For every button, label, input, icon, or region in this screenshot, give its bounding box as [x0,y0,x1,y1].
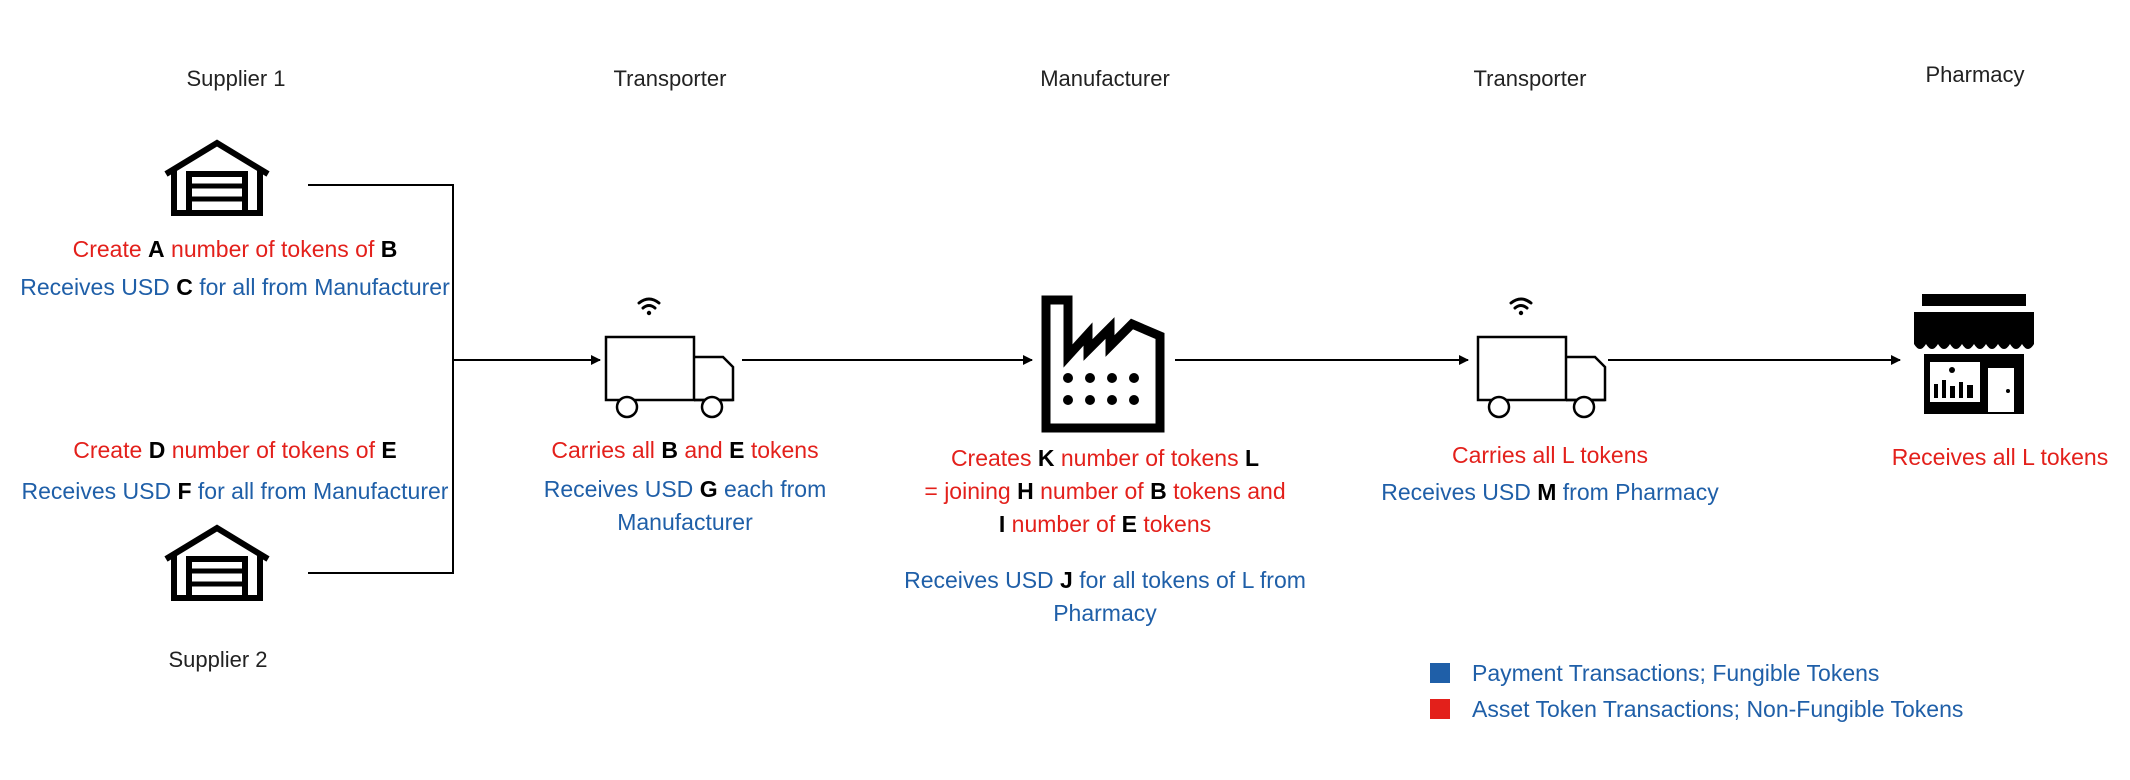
supplier1-title: Supplier 1 [186,66,286,91]
delivery-truck-icon [604,297,735,419]
transporter2-payment-text: Receives USD M from Pharmacy [1360,476,1740,509]
text-fragment: for all from Manufacturer [192,274,450,300]
text-fragment: tokens [1136,511,1212,537]
manufacturer-asset-text: Creates K number of tokens L = joining H… [880,442,1330,541]
legend-payment: Payment Transactions; Fungible Tokens [1430,660,1879,687]
warehouse-icon [164,139,270,216]
variable-label: J [1060,567,1073,593]
variable-label: E [1121,511,1137,537]
supplier2-title: Supplier 2 [168,647,268,672]
warehouse-icon [164,524,270,601]
wifi-icon [1509,297,1533,316]
text-fragment: number of tokens of [164,236,381,262]
factory-icon [1041,295,1165,433]
text-fragment: Carries all [551,437,662,463]
text-line: Creates K number of tokens L [880,442,1330,475]
text-fragment: Receives USD [904,567,1061,593]
text-fragment: Create [72,236,149,262]
asset-swatch [1430,698,1450,719]
text-line: Receives USD J for all tokens of L from [880,564,1330,597]
transporter2-asset-text: Carries all L tokens [1451,442,1648,468]
text-fragment: from Pharmacy [1556,479,1719,505]
delivery-truck-icon [1476,297,1607,419]
text-fragment: Receives USD [20,274,177,300]
text-line: Manufacturer [617,509,753,535]
supplier2-asset-text: Create D number of tokens of E [0,434,470,467]
variable-label: D [148,437,166,463]
legend-label: Payment Transactions; Fungible Tokens [1472,660,1880,686]
supplier1-payment-text: Receives USD C for all from Manufacturer [0,271,470,304]
text-line: I number of E tokens [880,508,1330,541]
transporter1-title: Transporter [613,66,727,91]
legend-label: Asset Token Transactions; Non-Fungible T… [1472,696,1964,722]
supplier1-asset-text: Create A number of tokens of B [0,233,470,266]
transporter1-asset-text: Carries all B and E tokens [520,434,850,467]
payment-swatch [1430,662,1450,683]
connector-supplier1 [308,184,454,360]
legend-asset: Asset Token Transactions; Non-Fungible T… [1430,696,1963,723]
flow-connectors [308,184,1901,574]
variable-label: F [177,478,192,504]
text-fragment: Creates [950,445,1038,471]
transporter2-title: Transporter [1473,66,1587,91]
variable-label: H [1017,478,1034,504]
variable-label: C [176,274,193,300]
text-fragment: = joining [924,478,1018,504]
text-fragment: Receives USD [1381,479,1538,505]
text-line: = joining H number of B tokens and [880,475,1330,508]
text-fragment: each from [717,476,827,502]
manufacturer-title: Manufacturer [1040,66,1170,91]
connector-supplier2 [308,360,454,574]
variable-label: E [381,437,397,463]
variable-label: K [1037,445,1055,471]
variable-label: A [148,236,165,262]
text-fragment: for all from Manufacturer [191,478,449,504]
transporter1-payment-text: Receives USD G each from Manufacturer [520,473,850,539]
variable-label: B [380,236,398,262]
text-fragment: for all tokens of L from [1072,567,1306,593]
text-fragment: Create [73,437,149,463]
wifi-icon [637,297,661,316]
variable-label: G [699,476,718,502]
text-line: Pharmacy [1053,600,1157,626]
text-fragment: tokens and [1166,478,1286,504]
variable-label: E [729,437,745,463]
text-fragment: number of tokens [1054,445,1245,471]
text-fragment: tokens [744,437,819,463]
variable-label: I [998,511,1006,537]
variable-label: M [1537,479,1557,505]
pharmacy-asset-text: Receives all L tokens [1891,444,2109,470]
storefront-icon [1914,294,2034,414]
text-fragment: number of [1033,478,1151,504]
pharmacy-title: Pharmacy [1925,62,2025,87]
text-fragment: number of tokens of [165,437,382,463]
text-fragment: number of [1005,511,1122,537]
text-fragment: Receives USD [543,476,700,502]
text-fragment: and [677,437,730,463]
text-fragment: Receives USD [21,478,178,504]
manufacturer-payment-text: Receives USD J for all tokens of L from … [880,564,1330,630]
variable-label: L [1245,445,1260,471]
variable-label: B [1150,478,1167,504]
variable-label: B [661,437,678,463]
supplier2-payment-text: Receives USD F for all from Manufacturer [0,475,470,508]
text-line: Receives USD G each from [520,473,850,506]
